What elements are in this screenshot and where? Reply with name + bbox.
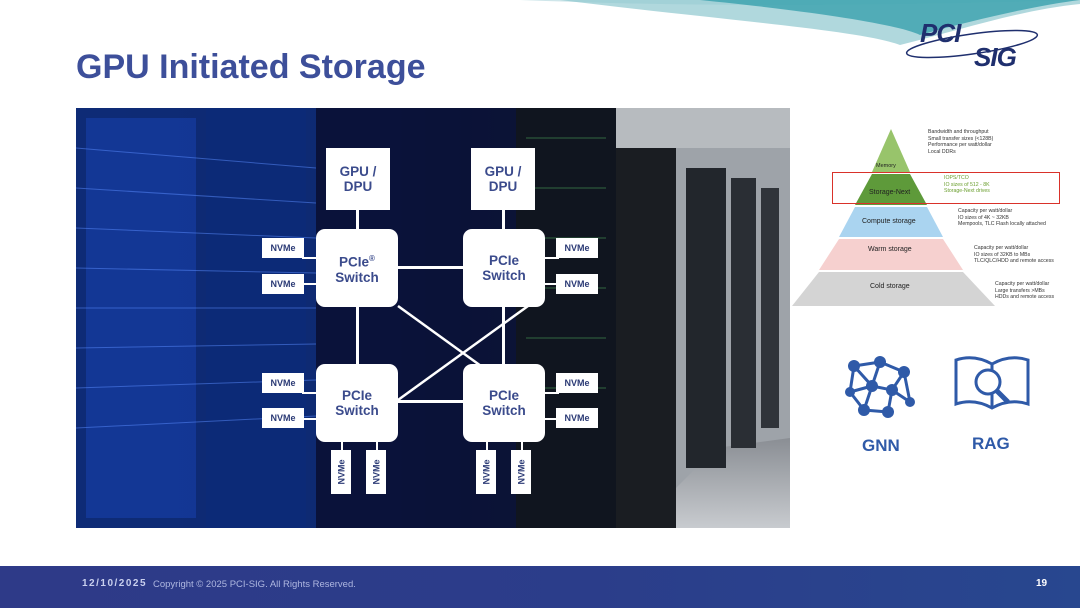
tier-warm: Warm storage (868, 246, 912, 253)
connector (521, 442, 523, 450)
storage-next-highlight (832, 172, 1060, 204)
switch-bl-line2: Switch (335, 403, 379, 418)
connector (486, 442, 488, 450)
registered-mark: ® (369, 254, 375, 264)
nvme-drive: NVMe (262, 274, 304, 294)
neural-network-icon (845, 356, 915, 418)
switch-tr-line2: Switch (482, 268, 526, 283)
note: Storage-Next drives (944, 188, 990, 195)
switch-tr-line1: PCIe (488, 253, 519, 268)
gpu-dpu-right: GPU / DPU (471, 148, 535, 210)
tier-storage-next: Storage-Next (869, 189, 911, 196)
note: TLC/QLC/HDD and remote access (974, 258, 1054, 265)
nvme-label: NVMe (516, 459, 527, 485)
connector (302, 418, 316, 420)
note: Performance per watt/dollar (928, 142, 992, 149)
book-search-icon (954, 356, 1030, 410)
tier-memory: Memory (876, 163, 896, 169)
memory-notes: Bandwidth and throughput Small transfer … (928, 129, 993, 155)
storage-pyramid: Memory Storage-Next Compute storage Warm… (790, 126, 1075, 316)
footer-bar (0, 566, 1080, 608)
connector (502, 306, 505, 364)
nvme-drive: NVMe (556, 373, 598, 393)
connector (341, 442, 343, 450)
gpu-dpu-right-line2: DPU (488, 179, 518, 194)
connector (356, 209, 359, 229)
note: Bandwidth and throughput (928, 129, 989, 135)
switch-tl-line1: PCIe (339, 254, 370, 270)
note: Small transfer sizes (<128B) (928, 135, 994, 142)
note: IO sizes of 32KB to MBs (974, 251, 1031, 258)
note: IOPS/TCO (944, 175, 969, 181)
datacenter-photo: GPU / DPU GPU / DPU PCIe® Switch PCIe Sw… (76, 108, 790, 528)
nvme-drive: NVMe (262, 408, 304, 428)
gpu-dpu-left-line1: GPU / (339, 164, 377, 179)
rag-label: RAG (972, 434, 1010, 453)
connector (545, 283, 559, 285)
footer-copyright: Copyright © 2025 PCI-SIG. All Rights Res… (153, 579, 356, 590)
note: IO sizes of 512 - 8K (944, 181, 990, 188)
cold-notes: Capacity per watt/dollar Large transfers… (995, 281, 1054, 301)
note: Mempools, TLC Flash locally attached (958, 221, 1046, 228)
switch-tl-line2: Switch (335, 269, 379, 285)
connector (398, 400, 468, 403)
note: Capacity per watt/dollar (958, 208, 1013, 214)
nvme-drive: NVMe (556, 274, 598, 294)
gpu-dpu-right-line1: GPU / (484, 164, 522, 179)
storage-next-notes: IOPS/TCO IO sizes of 512 - 8K Storage-Ne… (944, 175, 990, 195)
gnn-label: GNN (862, 436, 900, 455)
gpu-dpu-left-line2: DPU (343, 179, 373, 194)
pci-sig-logo: PCI SIG (902, 18, 1042, 74)
nvme-label: NVMe (371, 459, 382, 485)
nvme-label: NVMe (481, 459, 492, 485)
connector (376, 442, 378, 450)
note: Capacity per watt/dollar (995, 281, 1050, 287)
pcie-switch-bottom-left: PCIe Switch (316, 364, 398, 442)
note: HDDs and remote access (995, 294, 1055, 301)
nvme-drive: NVMe (262, 373, 304, 393)
pcie-switch-bottom-right: PCIe Switch (463, 364, 545, 442)
compute-notes: Capacity per watt/dollar IO sizes of 4K … (958, 208, 1046, 228)
footer-date: 12/10/2025 (82, 578, 148, 589)
connector (545, 257, 559, 259)
connector (398, 266, 468, 269)
logo-text-pci: PCI (920, 18, 961, 48)
connector (302, 392, 316, 394)
slide-title: GPU Initiated Storage (76, 48, 426, 86)
switch-br-line2: Switch (482, 403, 526, 418)
header-swoosh (520, 0, 1080, 45)
switch-bl-line1: PCIe (341, 388, 372, 403)
nvme-drive-vertical: NVMe (476, 450, 496, 494)
connector (302, 283, 316, 285)
note: Capacity per watt/dollar (974, 245, 1029, 251)
nvme-drive-vertical: NVMe (511, 450, 531, 494)
nvme-label: NVMe (336, 459, 347, 485)
gpu-dpu-left: GPU / DPU (326, 148, 390, 210)
connector (545, 392, 559, 394)
connector (302, 257, 316, 259)
connector (356, 306, 359, 364)
connector (502, 209, 505, 229)
nvme-drive-vertical: NVMe (366, 450, 386, 494)
nvme-drive-vertical: NVMe (331, 450, 351, 494)
logo-text-sig: SIG (974, 42, 1017, 72)
nvme-drive: NVMe (556, 408, 598, 428)
page-number: 19 (1036, 578, 1048, 589)
pcie-switch-top-right: PCIe Switch (463, 229, 545, 307)
nvme-drive: NVMe (262, 238, 304, 258)
note: Large transfers >MBs (995, 287, 1045, 294)
nvme-drive: NVMe (556, 238, 598, 258)
switch-br-line1: PCIe (488, 388, 519, 403)
connector (545, 418, 559, 420)
pcie-switch-top-left: PCIe® Switch (316, 229, 398, 307)
tier-cold: Cold storage (870, 283, 910, 290)
tier-compute: Compute storage (862, 218, 916, 225)
warm-notes: Capacity per watt/dollar IO sizes of 32K… (974, 245, 1054, 265)
note: IO sizes of 4K ~ 32KB (958, 214, 1009, 221)
note: Local DDRs (928, 148, 956, 155)
